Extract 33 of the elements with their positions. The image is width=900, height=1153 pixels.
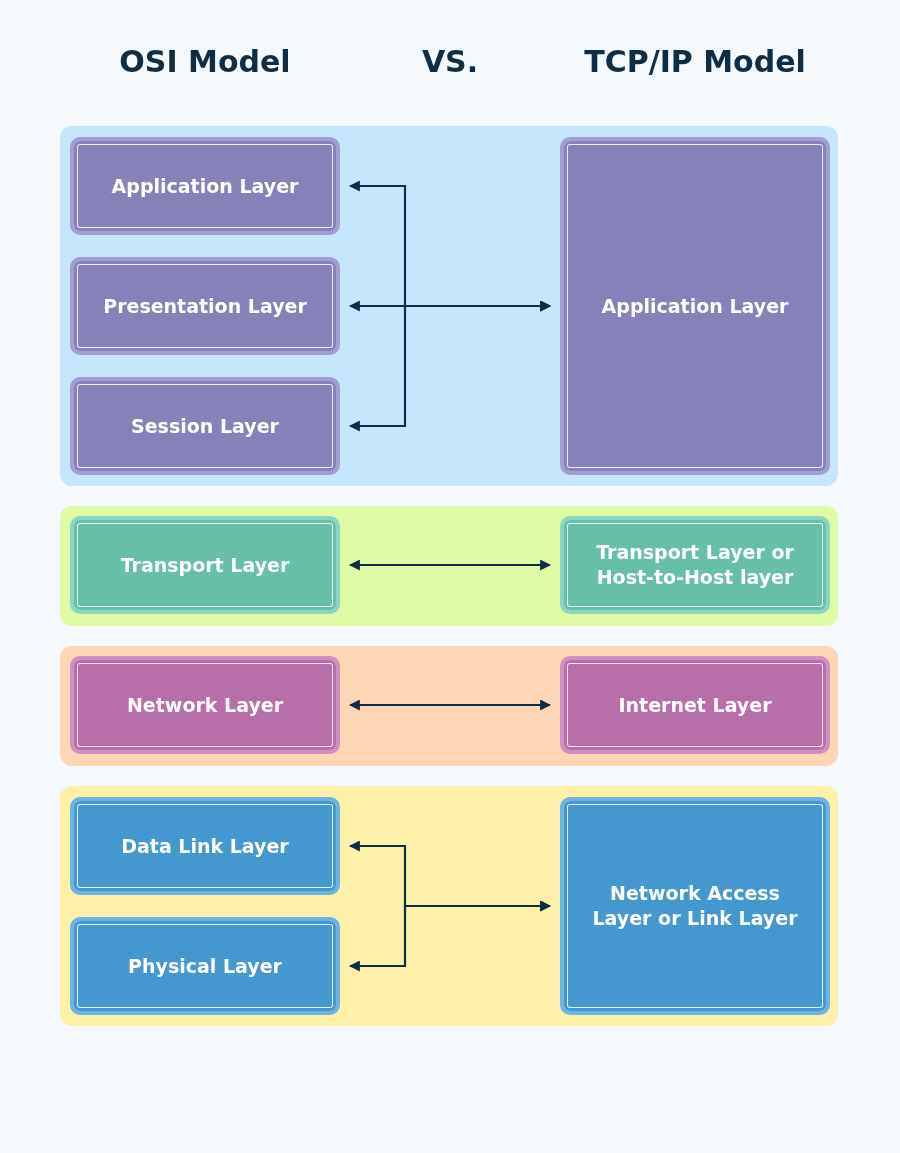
layer-label: Transport Layer or Host-to-Host layer <box>595 540 795 590</box>
layer-band <box>60 786 838 1026</box>
layer-label: Application Layer <box>110 173 300 199</box>
layer-band <box>60 126 838 486</box>
layer-label: Application Layer <box>600 293 790 319</box>
layer-box <box>70 377 340 475</box>
arrow <box>348 300 552 432</box>
layer-box <box>70 797 340 895</box>
layer-box <box>70 516 340 614</box>
column-heading: VS. <box>421 44 479 79</box>
layer-box <box>70 656 340 754</box>
column-heading: TCP/IP Model <box>584 44 806 79</box>
layer-box <box>560 137 830 475</box>
layer-label: Network Access Layer or Link Layer <box>591 881 799 931</box>
layer-label: Network Layer <box>125 692 285 718</box>
layer-box <box>70 137 340 235</box>
arrow <box>348 559 552 571</box>
layer-label: Presentation Layer <box>102 293 308 319</box>
layer-box <box>560 656 830 754</box>
layer-band <box>60 646 838 766</box>
layer-box <box>560 797 830 1015</box>
arrow <box>348 900 552 972</box>
column-heading: OSI Model <box>119 44 291 79</box>
arrow <box>348 699 552 711</box>
layer-box <box>560 516 830 614</box>
layer-band <box>60 506 838 626</box>
layer-label: Data Link Layer <box>120 833 290 859</box>
layer-box <box>70 917 340 1015</box>
layer-label: Internet Layer <box>617 692 773 718</box>
layer-label: Transport Layer <box>119 552 291 578</box>
layer-label: Physical Layer <box>127 953 283 979</box>
layer-label: Session Layer <box>130 413 280 439</box>
layer-box <box>70 257 340 355</box>
